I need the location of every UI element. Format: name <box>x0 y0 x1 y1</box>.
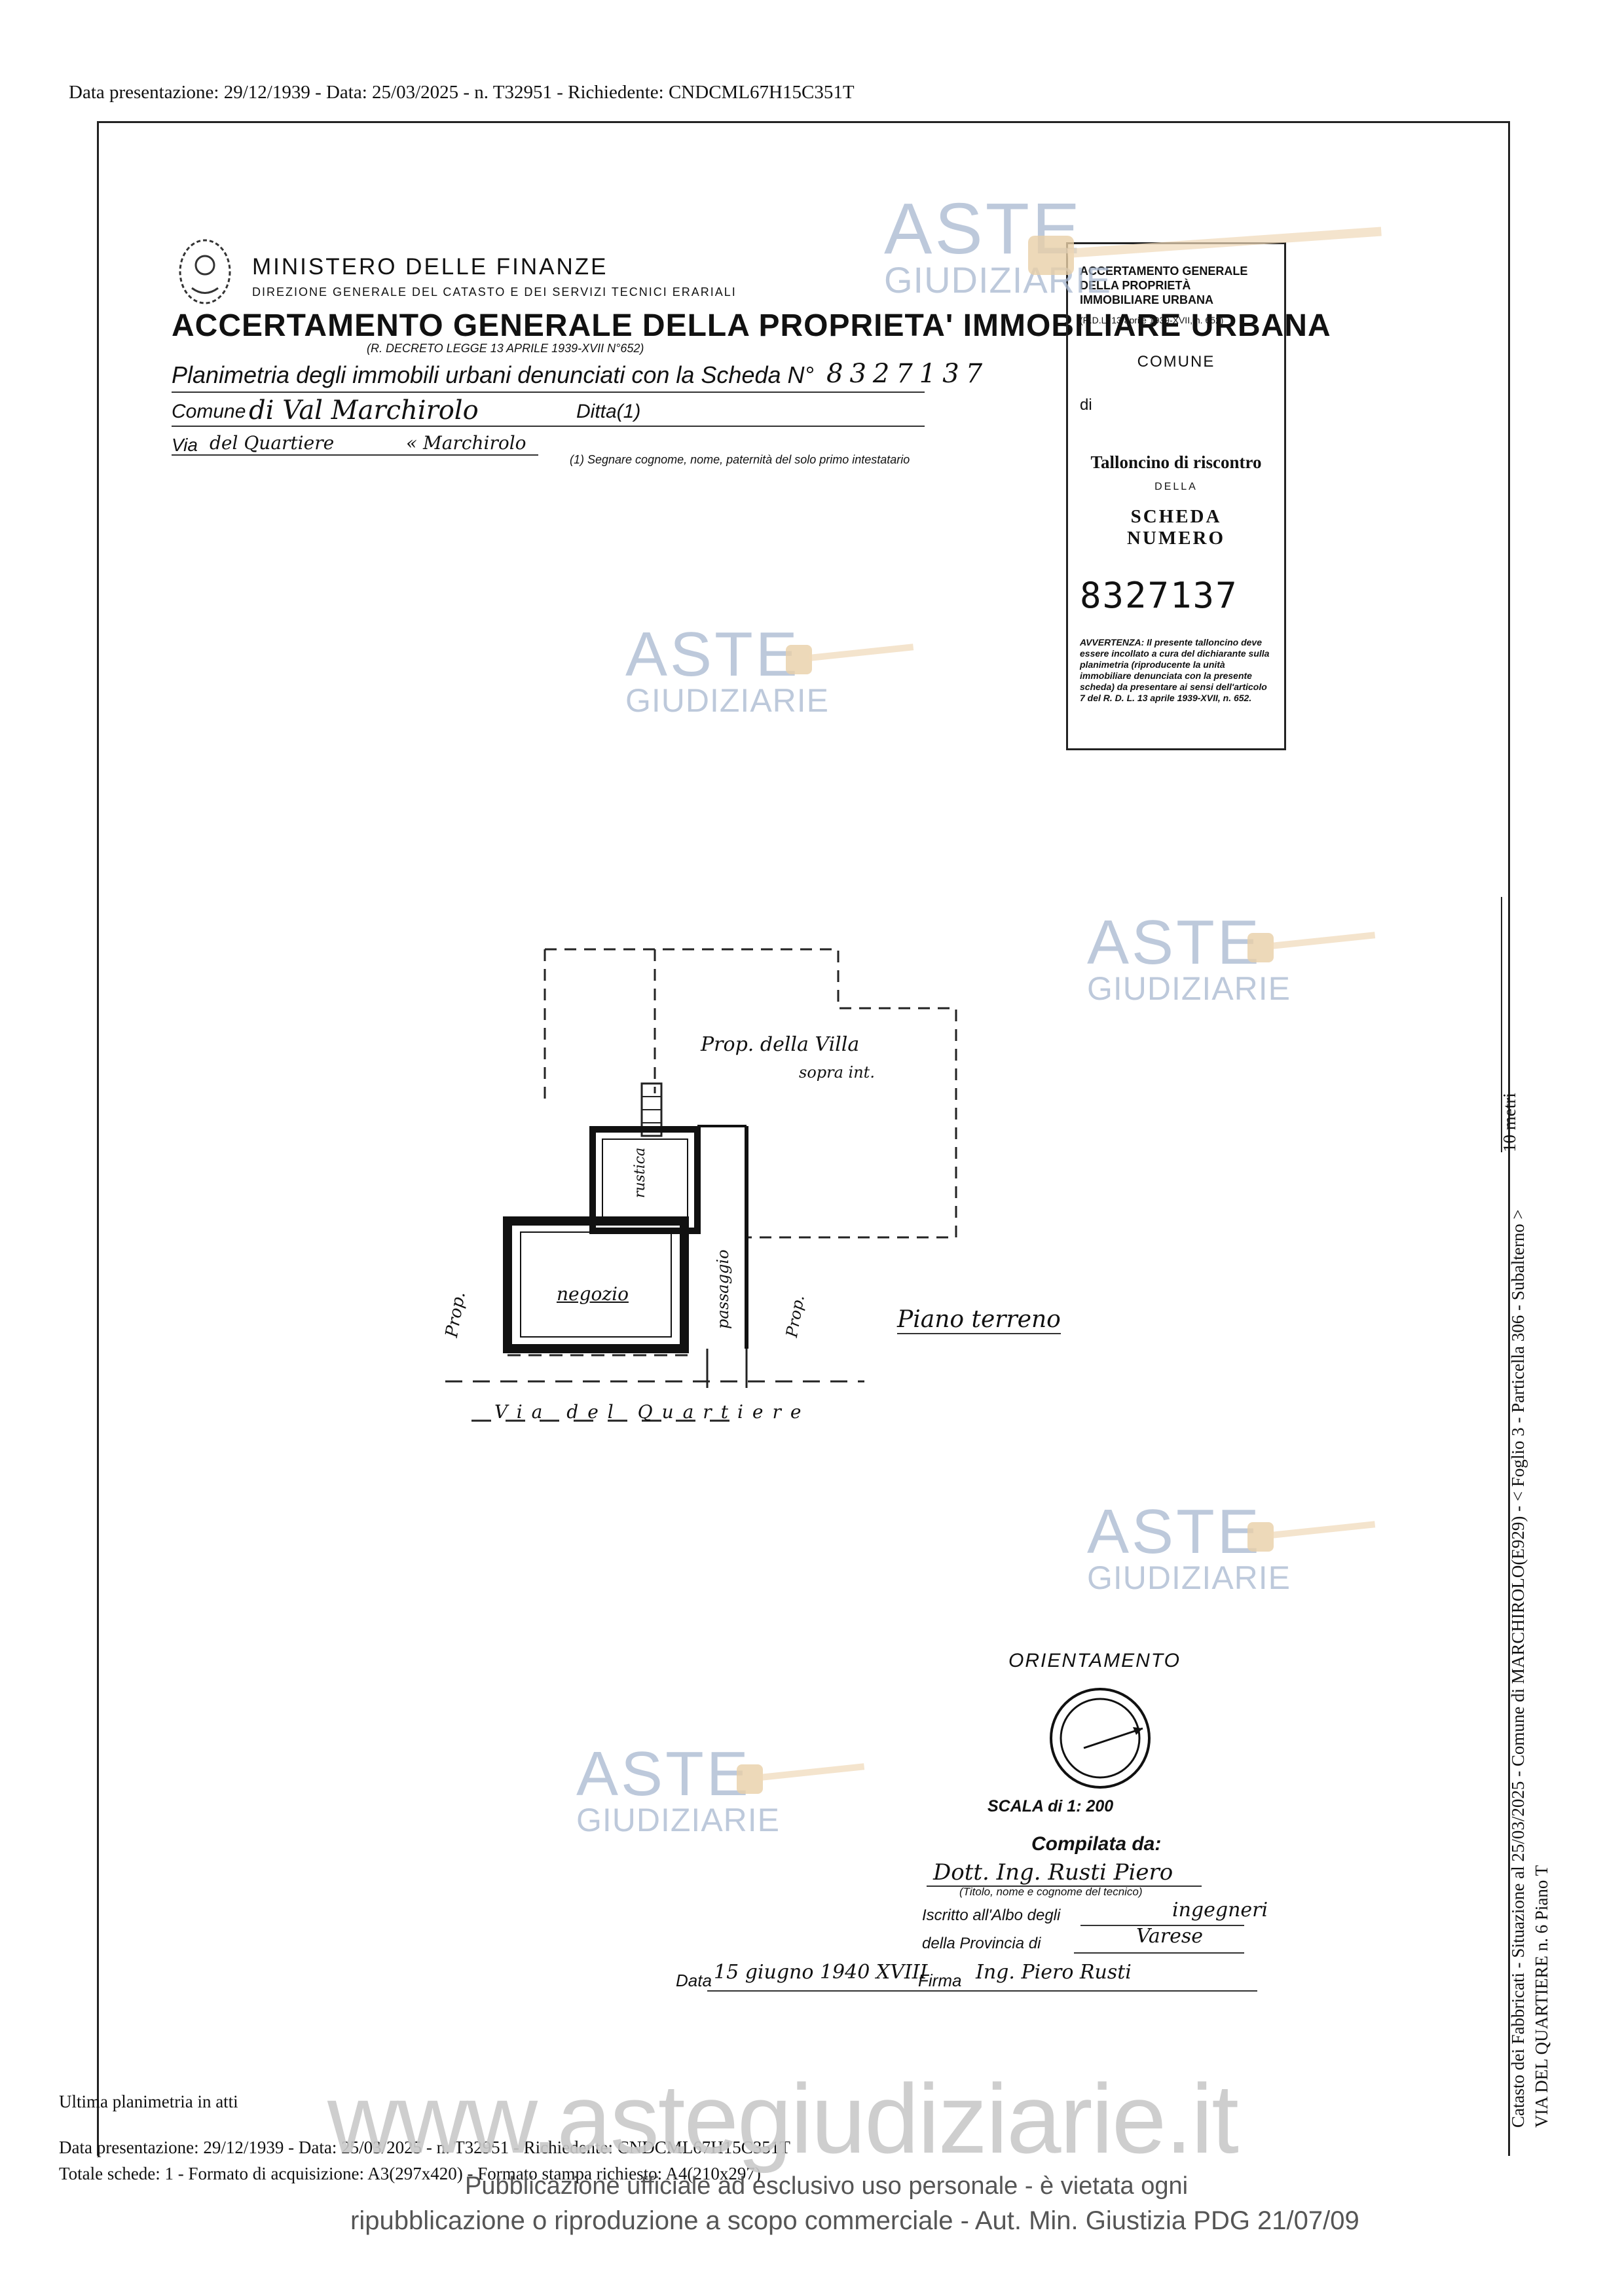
date-value: 15 giugno 1940 XVIII <box>714 1961 928 1984</box>
watermark-text-top: ASTE <box>625 619 800 689</box>
stub-scheda-label: SCHEDA NUMERO <box>1126 506 1226 549</box>
watermark-text-top: ASTE <box>1087 907 1262 977</box>
gavel-icon <box>1247 1521 1376 1552</box>
date-label: Data <box>676 1971 712 1990</box>
plan-label-shop: negozio <box>557 1283 629 1305</box>
side-cadastral-info: Catasto dei Fabbricati - Situazione al 2… <box>1506 1209 1553 2128</box>
watermark-text-top: ASTE <box>576 1739 751 1809</box>
document-title: ACCERTAMENTO GENERALE DELLA PROPRIETA' I… <box>172 308 1331 343</box>
compiler-caption: (Titolo, nome e cognome del tecnico) <box>959 1886 1143 1898</box>
stub-scheda-number: 8327137 <box>1080 575 1238 616</box>
watermark-logo: ASTE GIUDIZIARIE <box>1087 907 1291 1007</box>
plan-line-rule <box>172 392 925 393</box>
plan-room-cellar <box>589 1126 701 1234</box>
decree-reference: (R. DECRETO LEGGE 13 APRILE 1939-XVII N°… <box>367 342 644 355</box>
ministry-subtitle: DIREZIONE GENERALE DEL CATASTO E DEI SER… <box>252 285 737 299</box>
gavel-icon <box>1247 932 1376 962</box>
watermark-logo: ASTE GIUDIZIARIE <box>576 1739 781 1838</box>
stub-di-label: di <box>1080 396 1092 414</box>
plan-room-shop <box>503 1216 689 1353</box>
plan-label-upper: Prop. della Villa <box>701 1033 860 1056</box>
gavel-icon <box>786 644 914 674</box>
albo-label: Iscritto all'Albo degli <box>922 1906 1061 1924</box>
watermark-text-bottom: GIUDIZIARIE <box>1087 1559 1291 1596</box>
plan-label-floor: Piano terreno <box>897 1306 1061 1334</box>
floor-plan <box>445 948 957 1422</box>
watermark-logo: ASTE GIUDIZIARIE <box>1087 1497 1291 1596</box>
date-signature-rule <box>707 1990 1257 1992</box>
document-frame <box>97 121 1510 2156</box>
watermark-text-bottom: GIUDIZIARIE <box>625 682 830 719</box>
footer-line-2: Totale schede: 1 - Formato di acquisizio… <box>59 2164 761 2183</box>
signature: Ing. Piero Rusti <box>976 1961 1132 1984</box>
compiler-rule <box>927 1886 1202 1887</box>
publication-notice-2: ripubblicazione o riproduzione a scopo c… <box>350 2206 1359 2235</box>
plan-label-street: Via del Quartiere <box>494 1401 811 1423</box>
albo-rule <box>1080 1925 1244 1926</box>
provincia-label: della Provincia di <box>922 1935 1041 1952</box>
scale-bar-note: 10 metri <box>1500 1093 1519 1152</box>
ministry-title: MINISTERO DELLE FINANZE <box>252 254 608 280</box>
albo-value: ingegneri <box>1172 1899 1268 1922</box>
signature-label: Firma <box>918 1971 962 1990</box>
footnote-segnare: (1) Segnare cognome, nome, paternità del… <box>570 453 910 466</box>
stub-heading: ACCERTAMENTO GENERALE DELLA PROPRIETÀ IM… <box>1080 264 1248 306</box>
comune-value: di Val Marchirolo <box>249 395 479 426</box>
side-line-1: Catasto dei Fabbricati - Situazione al 2… <box>1508 1209 1528 2128</box>
via-value: del Quartiere <box>210 432 335 454</box>
stub-decree: (R.D.L. 13 aprile 1939-XVII, n. 652) <box>1080 315 1224 325</box>
emblem-icon <box>179 239 231 304</box>
gavel-icon <box>1028 227 1382 275</box>
stub-talloncino: Talloncino di riscontro <box>1090 452 1262 472</box>
plan-line-label: Planimetria degli immobili urbani denunc… <box>172 361 814 388</box>
header-info-line: Data presentazione: 29/12/1939 - Data: 2… <box>69 82 855 103</box>
watermark-text-bottom: GIUDIZIARIE <box>576 1802 781 1838</box>
provincia-rule <box>1074 1952 1244 1954</box>
watermark-url: www.astegiudiziarie.it <box>327 2064 1239 2174</box>
plan-label-upper-note: sopra int. <box>799 1063 875 1082</box>
side-line-2: VIA DEL QUARTIERE n. 6 Piano T <box>1532 1865 1551 2128</box>
via-value-location: « Marchirolo <box>406 432 526 454</box>
comune-label: Comune <box>172 401 246 422</box>
stub-warning-note: AVVERTENZA: Il presente talloncino deve … <box>1080 637 1270 703</box>
footer-line-1: Data presentazione: 29/12/1939 - Data: 2… <box>59 2138 790 2157</box>
watermark-text-top: ASTE <box>1087 1497 1262 1567</box>
compass-icon <box>1050 1688 1151 1789</box>
scheda-number: 8327137 <box>826 359 989 389</box>
comune-rule <box>172 426 925 427</box>
orientation-label: ORIENTAMENTO <box>1008 1650 1181 1671</box>
compiler-name: Dott. Ing. Rusti Piero <box>933 1859 1173 1886</box>
scale-label: SCALA di 1: 200 <box>987 1797 1114 1815</box>
publication-notice-1: Pubblicazione ufficiale ad esclusivo uso… <box>465 2172 1189 2200</box>
stub-della: DELLA <box>1154 481 1198 492</box>
plan-dashed-outline <box>545 948 957 1239</box>
watermark-text-bottom: GIUDIZIARIE <box>1087 970 1291 1007</box>
gavel-icon <box>737 1763 865 1794</box>
via-rule <box>172 454 538 456</box>
ditta-label: Ditta(1) <box>576 401 641 422</box>
stub-comune-label: COMUNE <box>1137 353 1215 371</box>
plan-label-cellar: rustica <box>632 1147 648 1198</box>
plan-label-passage: passaggio <box>714 1249 732 1329</box>
compiled-label: Compilata da: <box>1031 1833 1162 1855</box>
provincia-value: Varese <box>1136 1925 1204 1948</box>
via-label: Via <box>172 435 198 455</box>
footer-ultima: Ultima planimetria in atti <box>59 2092 238 2111</box>
stub-card: ACCERTAMENTO GENERALE DELLA PROPRIETÀ IM… <box>1066 242 1286 750</box>
scale-bar <box>1501 897 1502 1152</box>
watermark-logo: ASTE GIUDIZIARIE <box>625 619 830 719</box>
